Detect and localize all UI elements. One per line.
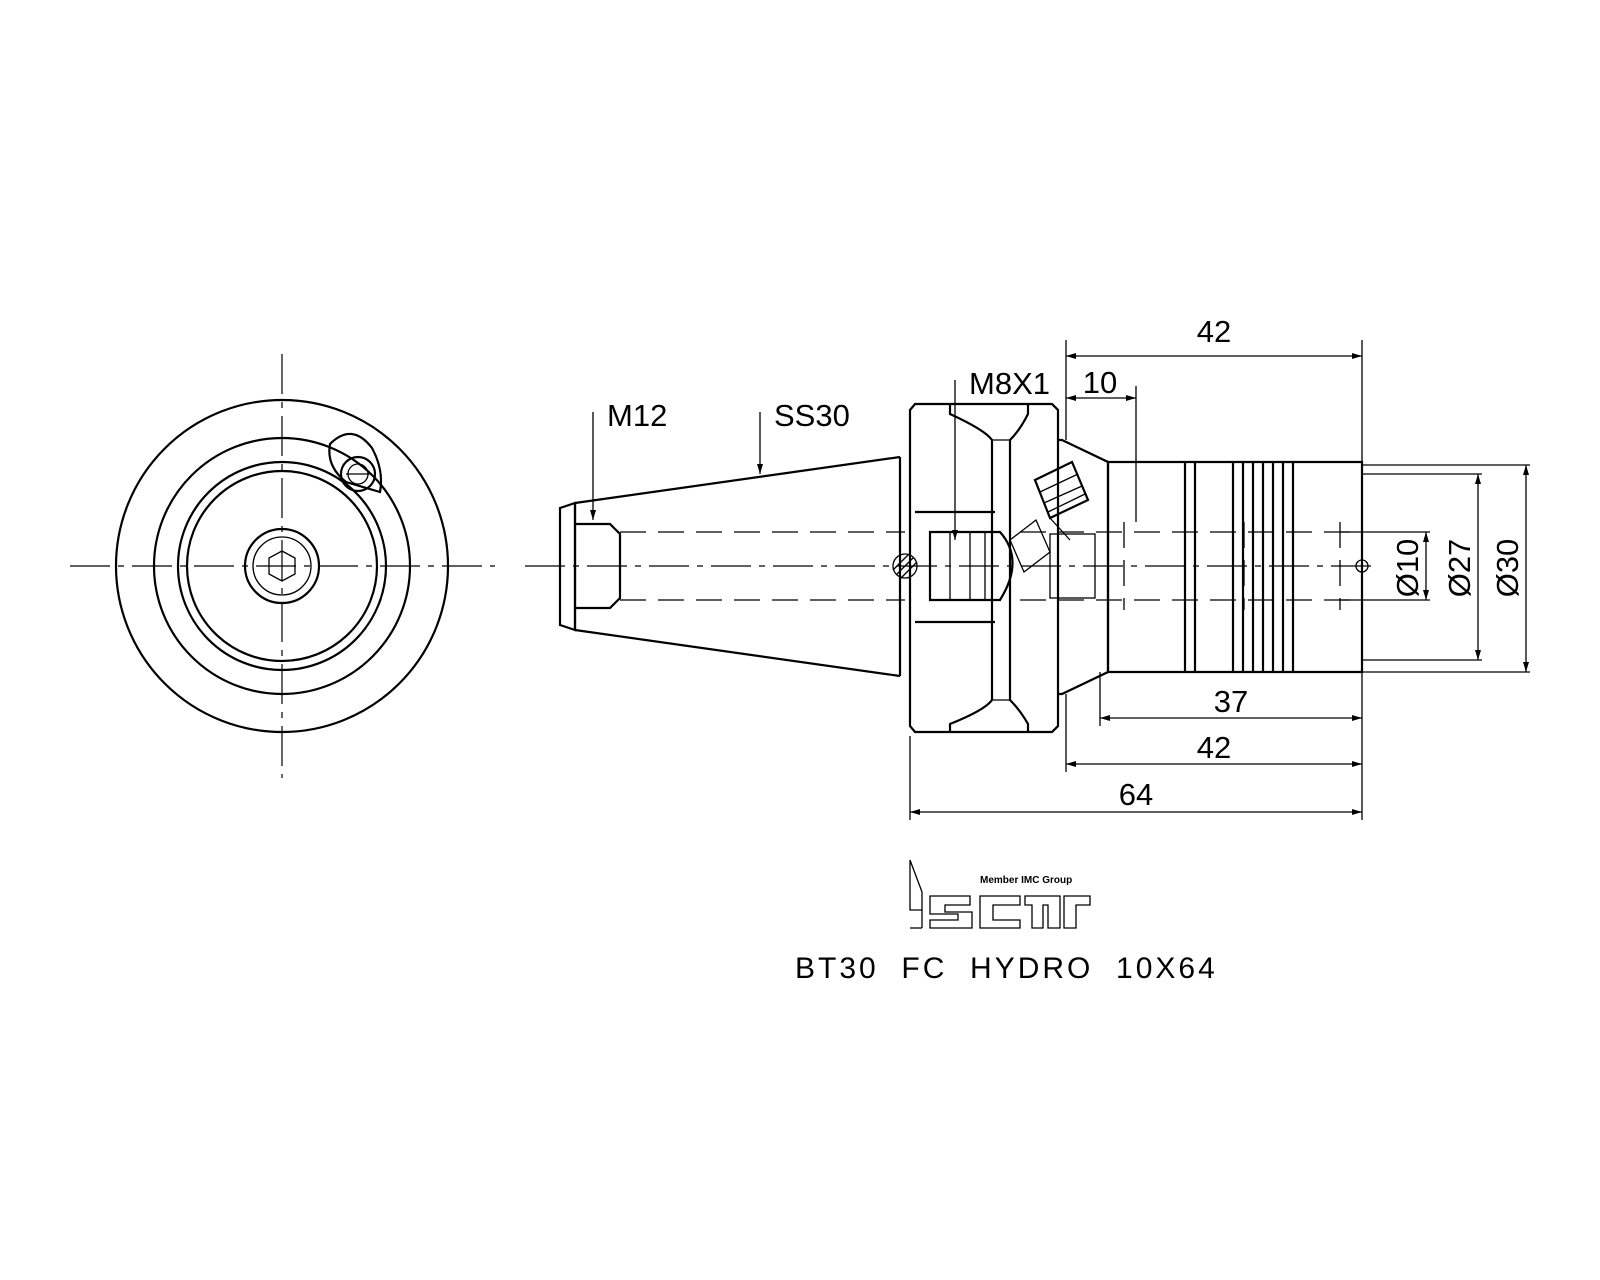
side-view bbox=[525, 402, 1375, 734]
hex-socket-icon bbox=[268, 550, 296, 582]
taper-bottom-line bbox=[574, 628, 901, 678]
callout-m8x1: M8X1 bbox=[969, 366, 1050, 401]
orientation-key-outline bbox=[328, 432, 383, 494]
flange-outer-circle bbox=[114, 398, 450, 734]
dim-bore-dia: Ø10 bbox=[1390, 539, 1425, 598]
coolant-channel bbox=[1049, 533, 1096, 599]
end-view bbox=[70, 354, 495, 778]
collar-outer-circle bbox=[176, 460, 388, 672]
dim-nose-dia: Ø27 bbox=[1442, 539, 1477, 598]
dim-top-length: 42 bbox=[1197, 314, 1231, 349]
logo-tagline: Member IMC Group bbox=[980, 875, 1072, 886]
dim-flange-offset: 10 bbox=[1083, 365, 1117, 400]
cross-hole bbox=[892, 553, 918, 579]
brand-logo: Member IMC Group bbox=[909, 859, 1091, 929]
dim-body-dia: Ø30 bbox=[1490, 539, 1525, 598]
collar-inner-circle bbox=[185, 469, 379, 663]
body-outline bbox=[1106, 460, 1364, 674]
flange-outline bbox=[908, 402, 1060, 734]
dim-body-length: 37 bbox=[1214, 684, 1248, 719]
callout-m12: M12 bbox=[607, 398, 667, 433]
v-groove-left bbox=[948, 404, 994, 732]
flange-inner-circle bbox=[152, 436, 412, 696]
callout-ss30: SS30 bbox=[774, 398, 850, 433]
inner-plug bbox=[928, 530, 1014, 602]
dimensions: 42 10 37 42 64 Ø10 Ø27 Ø30 bbox=[909, 314, 1530, 820]
dim-overall-length: 64 bbox=[1119, 777, 1153, 812]
dim-bottom-length: 42 bbox=[1197, 730, 1231, 765]
drawing-title: BT30 FC HYDRO 10X64 bbox=[795, 952, 1218, 985]
coolant-screw bbox=[1009, 460, 1090, 574]
screw-head-circle bbox=[243, 527, 321, 605]
rear-thread-bore bbox=[575, 522, 622, 610]
orientation-key-screw bbox=[339, 455, 377, 493]
nose-cone bbox=[1058, 438, 1110, 696]
taper-top-line bbox=[574, 455, 901, 505]
v-groove-right bbox=[1008, 404, 1030, 732]
callouts: M12 SS30 M8X1 bbox=[590, 366, 1050, 540]
screw-head-inner-circle bbox=[252, 536, 312, 596]
